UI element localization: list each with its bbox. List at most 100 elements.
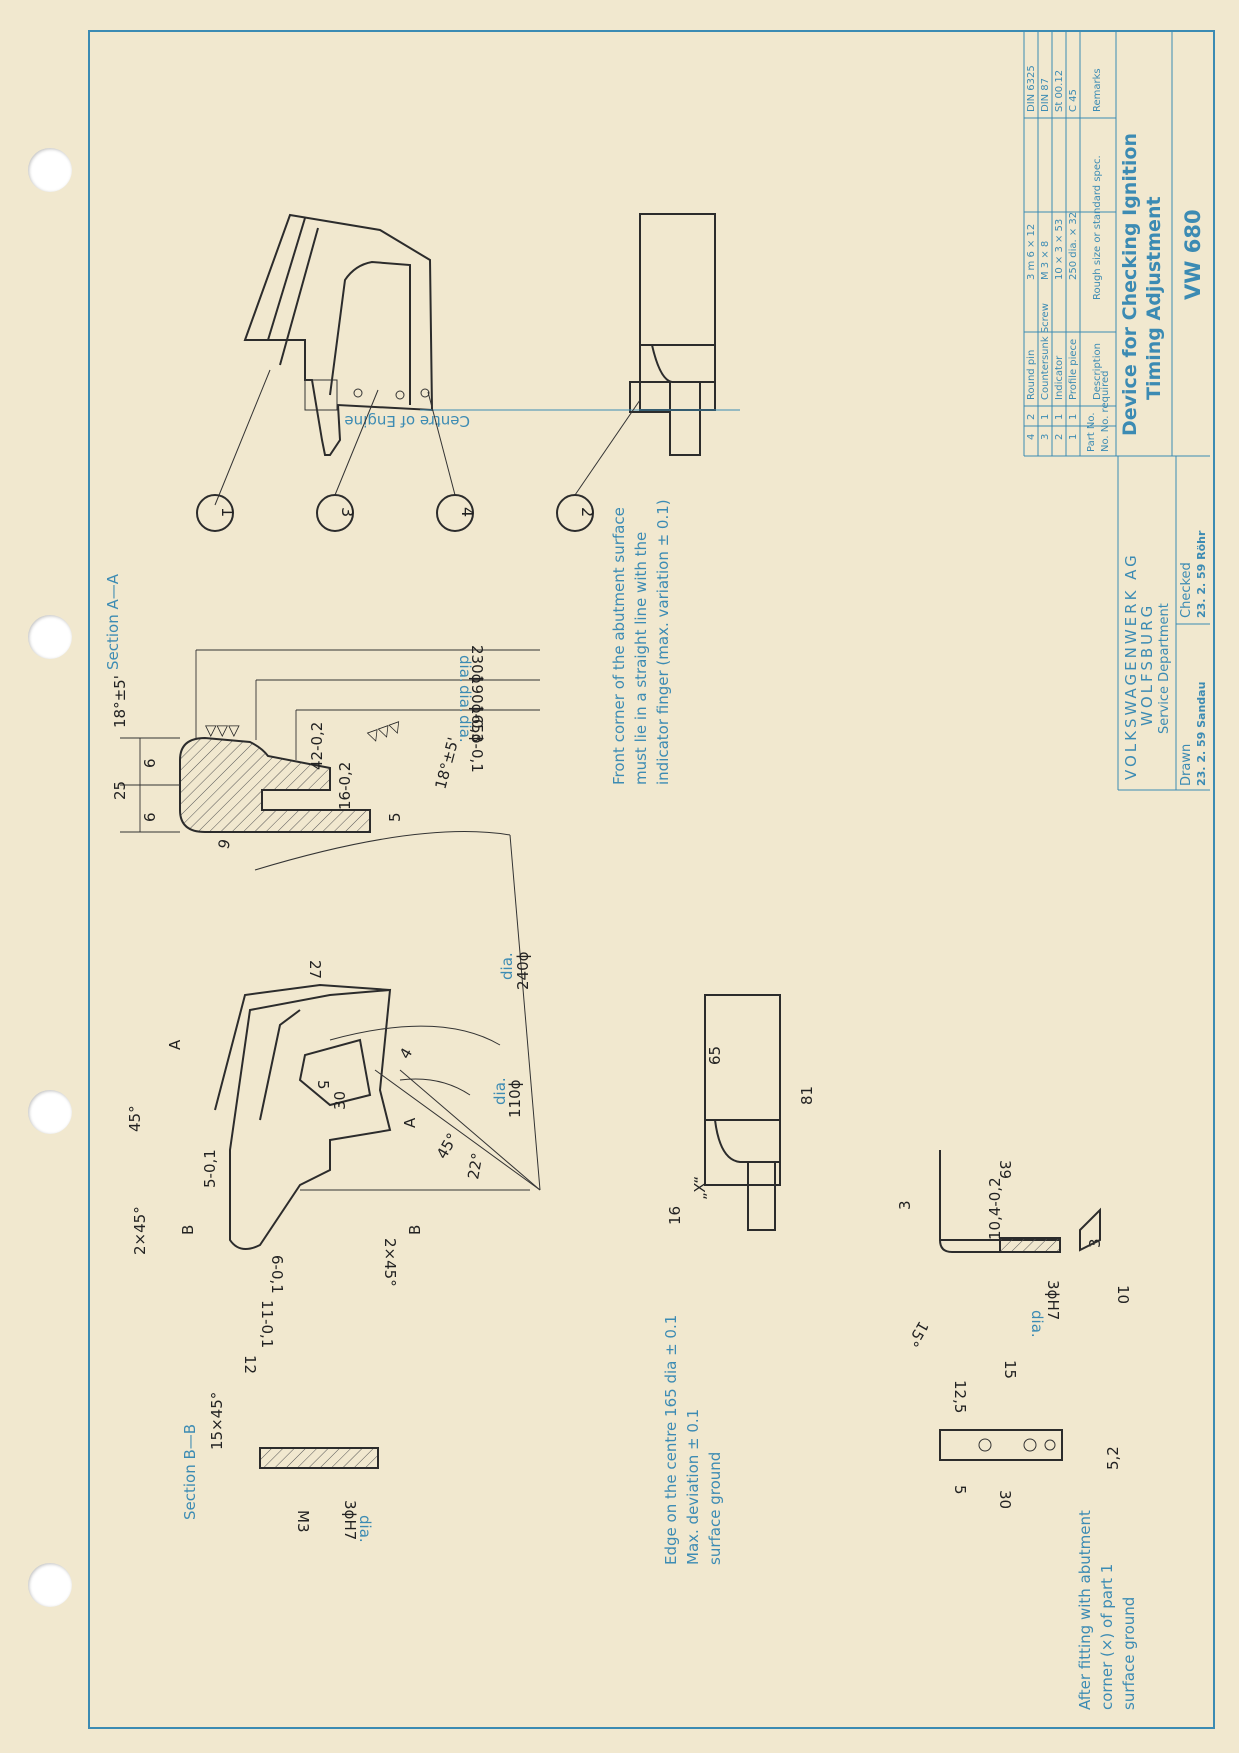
dim-5: 5 (386, 812, 404, 822)
section-arrow-a: A (166, 1039, 184, 1050)
surface-finish-mark: ▽▽▽ (205, 721, 240, 739)
header-part-no: Part No. (1086, 412, 1097, 452)
drawing-border (88, 30, 1215, 1729)
indicator-end-view: 39 3 10,4-0,2 15° 3ϕH7 dia. 3 10 (896, 1150, 1132, 1350)
dim-12: 12 (241, 1355, 259, 1374)
corner-x-label: „X“ (691, 1176, 709, 1200)
part-remarks: St 00.12 (1054, 70, 1065, 112)
section-b-b: Section B—B 15×45° M3 3ϕH7 dia. (181, 1392, 379, 1543)
dim-81: 81 (798, 1086, 816, 1105)
dim-45deg: 45° (126, 1105, 144, 1132)
callout-1: 1 (196, 494, 237, 532)
dim-dia: dia. (491, 1077, 509, 1105)
indicator-plan-view: 15 12,5 5 30 5,2 (939, 1360, 1122, 1509)
dim-dia: dia. (456, 655, 474, 683)
callout-3: 3 (316, 494, 357, 532)
assembly-view: Centre of Engine 1 3 4 2 (196, 213, 740, 532)
dim-25: 25 (111, 781, 129, 800)
dim-3h7: 3ϕH7 (1044, 1280, 1062, 1320)
dim-15x45: 15×45° (208, 1392, 226, 1450)
dim-18deg: 18°±5' (111, 675, 129, 728)
punch-hole (28, 615, 72, 659)
company-name: VOLKSWAGENWERK AG (1122, 552, 1140, 780)
part-no: 4 (1026, 434, 1037, 440)
note-front-corner: Front corner of the abutment surface mus… (610, 499, 672, 785)
drawing-number: VW 680 (1181, 209, 1205, 300)
callout-number: 1 (218, 507, 237, 517)
part-qty: 1 (1068, 414, 1079, 420)
drawn-value: 23. 2. 59 Sandau (1195, 682, 1208, 786)
header-description: Description (1092, 343, 1103, 400)
checked-value: 23. 2. 59 Röhr (1195, 530, 1208, 618)
section-arrow-b: B (179, 1225, 197, 1235)
dim-11: 11-0,1 (258, 1300, 276, 1348)
dim-30: 30 (331, 1091, 349, 1110)
drawing-title-line1: Device for Checking Ignition (1119, 133, 1141, 436)
dim-15deg: 15° (903, 1318, 932, 1350)
dim-16: 16-0,2 (336, 762, 354, 810)
part-qty: 1 (1054, 414, 1065, 420)
dim-dia: dia. (1028, 1310, 1046, 1338)
note-line: After fitting with abutment (1076, 1510, 1094, 1710)
dim-5-2: 5,2 (1104, 1446, 1122, 1470)
company-department: Service Department (1157, 603, 1172, 734)
dim-165: 165ϕ-0,1 (468, 705, 486, 773)
dim-dia: dia. (498, 952, 516, 980)
dim-42: 42-0,2 (308, 722, 326, 770)
note-line: surface ground (1120, 1597, 1138, 1710)
punch-hole (28, 1090, 72, 1134)
note-line: corner (×) of part 1 (1098, 1564, 1116, 1710)
part-remarks: DIN 6325 (1026, 65, 1037, 112)
drawing-title-line2: Timing Adjustment (1143, 196, 1165, 400)
dim-230: 230ϕ (468, 645, 486, 684)
title-block: 4 2 Round pin 3 m 6 × 12 DIN 6325 3 1 Co… (1023, 32, 1210, 791)
part-remarks: DIN 87 (1040, 78, 1051, 112)
dim-12-5: 12,5 (951, 1380, 969, 1413)
part-no: 1 (1068, 434, 1079, 440)
dim-10-4: 10,4-0,2 (986, 1177, 1004, 1240)
dim-240: 240ϕ (514, 951, 532, 990)
callout-number: 3 (338, 507, 357, 517)
dim-5: 5 (314, 1080, 332, 1090)
dim-39: 39 (996, 1160, 1014, 1179)
section-a-a: Section A—A 230ϕ dia. 190ϕ-0,3 dia. 165ϕ… (104, 573, 540, 851)
dim-4: 4 (396, 1045, 416, 1062)
header-size: Rough size or standard spec. (1092, 155, 1103, 300)
note-line: indicator finger (max. variation ± 0.1) (654, 499, 672, 785)
dim-9: 9 (214, 837, 234, 851)
part-remarks: C 45 (1068, 89, 1079, 112)
dim-30: 30 (996, 1490, 1014, 1509)
dim-190: 190ϕ-0,3 (468, 675, 486, 743)
dim-27: 27 (306, 960, 324, 979)
part-size: 3 m 6 × 12 (1026, 224, 1037, 280)
dim-5: 5-0,1 (201, 1149, 219, 1188)
section-aa-label: Section A—A (104, 573, 122, 670)
dim-10: 10 (1114, 1285, 1132, 1304)
punch-hole (28, 148, 72, 192)
dim-15: 15 (1001, 1360, 1019, 1379)
dim-45deg: 45° (433, 1130, 462, 1162)
dim-6: 6-0,1 (268, 1255, 286, 1294)
part-description: Countersunk Screw (1040, 303, 1051, 400)
callout-number: 2 (578, 507, 597, 517)
callout-2: 2 (556, 494, 597, 532)
note-line: surface ground (706, 1452, 724, 1565)
parts-header: Part No. No. No. required Description Ro… (1086, 68, 1111, 452)
dim-dia: dia. (456, 715, 474, 743)
dim-2x45: 2×45° (381, 1238, 399, 1287)
dim-5: 5 (951, 1485, 969, 1495)
part-row: 4 2 Round pin 3 m 6 × 12 DIN 6325 (1026, 65, 1037, 440)
part-no: 2 (1054, 434, 1065, 440)
parts-list: 4 2 Round pin 3 m 6 × 12 DIN 6325 3 1 Co… (1026, 65, 1111, 452)
callout-number: 4 (458, 507, 477, 517)
part-row: 1 1 Profile piece 250 dia. × 32 C 45 (1068, 89, 1079, 440)
dim-110: 110ϕ (506, 1079, 524, 1118)
dim-M3: M3 (294, 1510, 312, 1533)
note-edge: Edge on the centre 165 dia ± 0.1 Max. de… (662, 1315, 724, 1565)
part-row: 2 1 Indicator 10 × 3 × 53 St 00.12 (1054, 70, 1065, 440)
dim-65: 65 (706, 1046, 724, 1065)
section-bb-label: Section B—B (181, 1424, 199, 1520)
dim-dia: dia. (456, 685, 474, 713)
profile-piece-view: 27 240ϕ dia. 110ϕ dia. 45° 45° 5-0,1 30 … (126, 831, 541, 1374)
